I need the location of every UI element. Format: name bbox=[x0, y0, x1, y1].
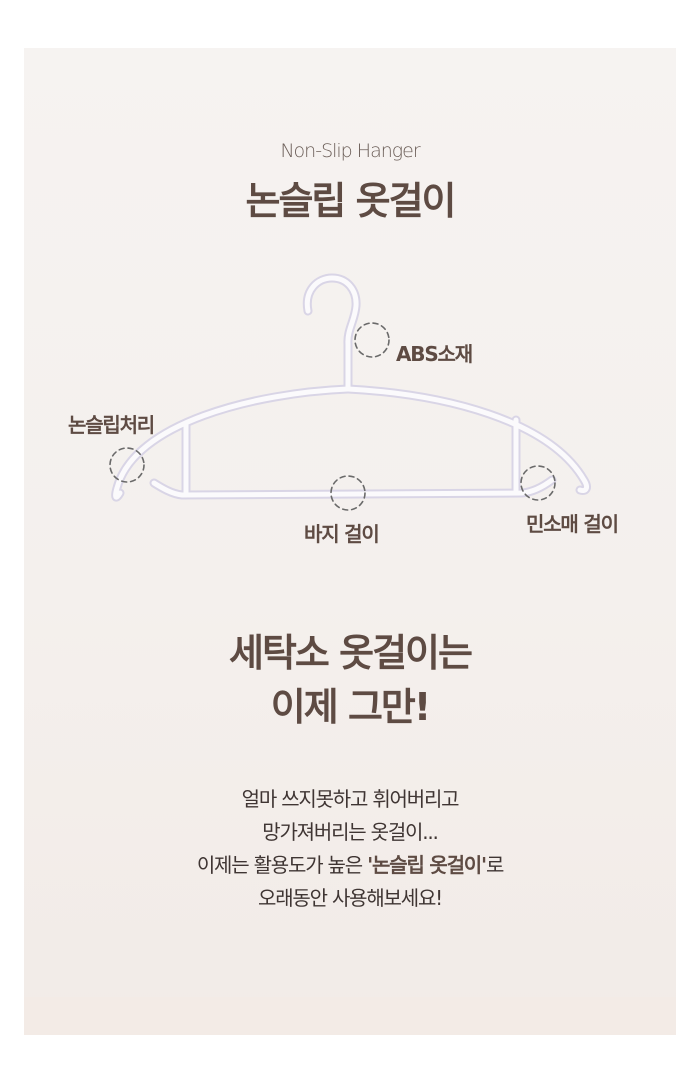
description-line-3: 이제는 활용도가 높은 '논슬립 옷걸이'로 bbox=[24, 849, 676, 882]
non-slip-callout-circle bbox=[109, 447, 145, 483]
sleeveless-callout-circle bbox=[520, 465, 556, 501]
description-highlight: '논슬립 옷걸이' bbox=[367, 853, 487, 877]
headline-line-2: 이제 그만! bbox=[270, 685, 431, 729]
product-title: 논슬립 옷걸이 bbox=[245, 179, 457, 223]
description-line-4: 오래동안 사용해보세요! bbox=[258, 886, 443, 910]
description-line-1: 얼마 쓰지못하고 휘어버리고 bbox=[241, 787, 460, 811]
panel-bottom-band bbox=[24, 997, 676, 1035]
headline-line-1: 세탁소 옷걸이는 bbox=[229, 631, 473, 675]
pants-callout-circle bbox=[330, 475, 366, 511]
sleeveless-hook-label: 민소매 걸이 bbox=[526, 512, 619, 536]
headline: 세탁소 옷걸이는 이제 그만! bbox=[24, 626, 676, 734]
hanger-body bbox=[113, 275, 590, 500]
abs-label: ABS소재 bbox=[396, 342, 473, 366]
description-line-3-prefix: 이제는 활용도가 높은 bbox=[196, 853, 368, 877]
abs-callout-circle bbox=[354, 322, 390, 358]
pants-hook-label: 바지 걸이 bbox=[304, 522, 380, 546]
non-slip-label: 논슬립처리 bbox=[68, 413, 155, 437]
product-subtitle: Non-Slip Hanger bbox=[280, 140, 420, 162]
description-line-3-suffix: 로 bbox=[485, 853, 504, 877]
description: 얼마 쓰지못하고 휘어버리고 망가져버리는 옷걸이... 이제는 활용도가 높은… bbox=[24, 783, 676, 915]
hanger-illustration bbox=[109, 273, 591, 511]
description-line-2: 망가져버리는 옷걸이... bbox=[262, 820, 439, 844]
product-panel: Non-Slip Hanger 논슬립 옷걸이 bbox=[24, 48, 676, 1035]
